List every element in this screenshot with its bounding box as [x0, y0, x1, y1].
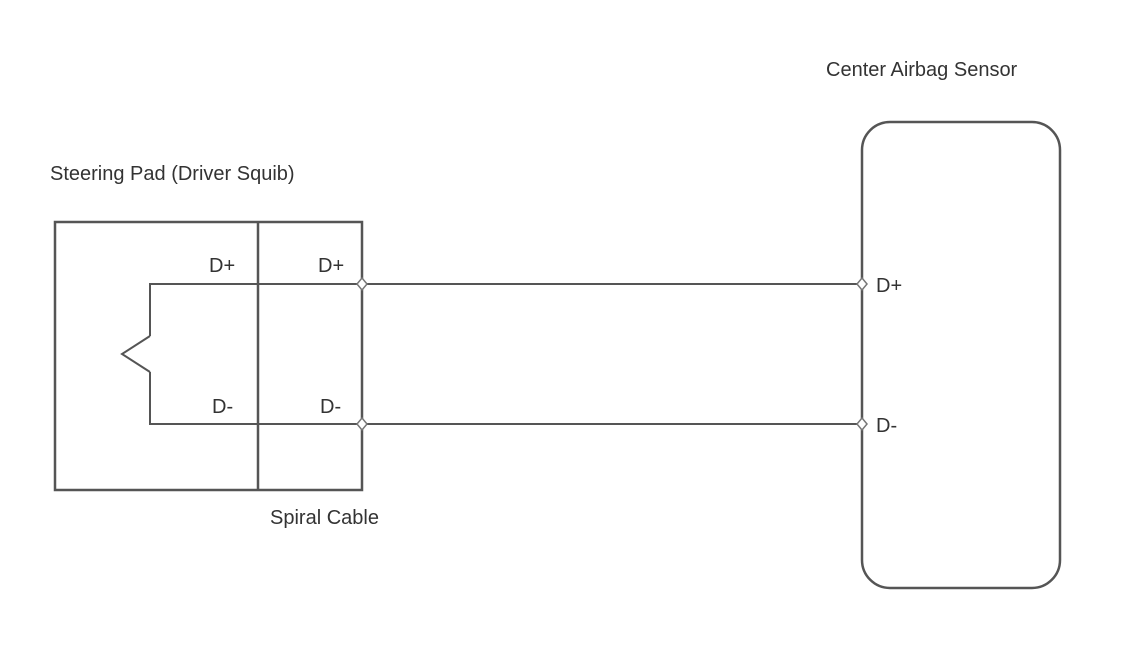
center-airbag-sensor-box	[860, 120, 1062, 590]
squib-wire-top	[149, 283, 362, 336]
pad-dminus-label: D-	[212, 396, 233, 418]
center-airbag-sensor-label: Center Airbag Sensor	[826, 59, 1018, 81]
spiral-dplus-label: D+	[318, 255, 344, 277]
spiral-dplus-terminal	[356, 276, 368, 292]
spiral-dminus-terminal	[356, 416, 368, 432]
pad-dplus-label: D+	[209, 255, 235, 277]
sensor-dplus-terminal	[856, 276, 868, 292]
sensor-dminus-terminal	[856, 416, 868, 432]
spiral-dminus-label: D-	[320, 396, 341, 418]
sensor-dplus-label: D+	[876, 275, 902, 297]
sensor-dminus-label: D-	[876, 415, 897, 437]
squib-element	[120, 335, 151, 373]
steering-pad-box	[53, 220, 364, 492]
squib-wire-bottom	[149, 372, 362, 425]
steering-pad-label: Steering Pad (Driver Squib)	[50, 163, 295, 185]
spiral-cable-label: Spiral Cable	[270, 507, 379, 529]
